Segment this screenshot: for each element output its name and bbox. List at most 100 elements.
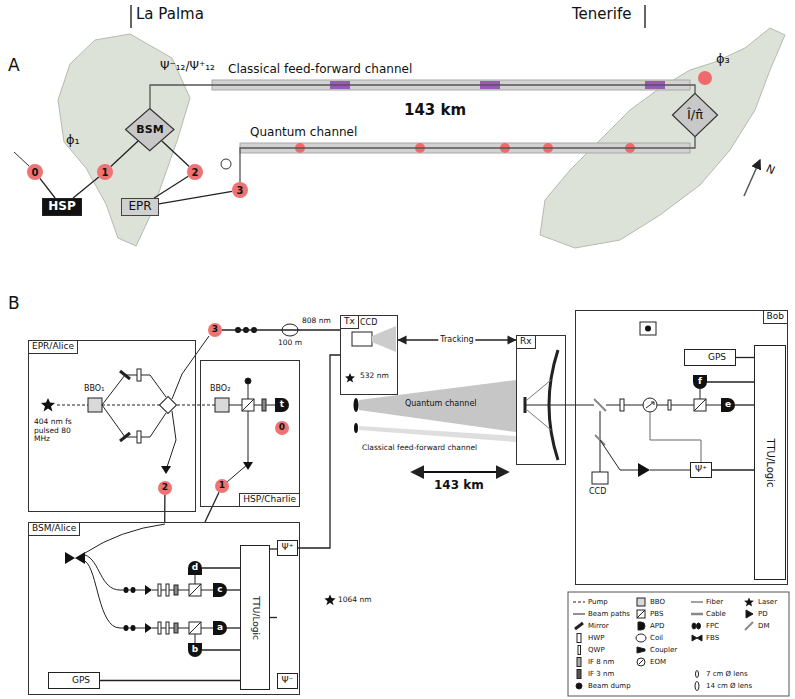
- connector: [735, 404, 754, 405]
- line-art: [14, 152, 29, 166]
- node-label: 2: [162, 483, 168, 493]
- text-label: CCD: [360, 318, 377, 327]
- line-art: [696, 671, 699, 678]
- text-label: CCD: [589, 487, 606, 496]
- connector-label: Classical feed-forward channel: [228, 63, 412, 77]
- line-art: [694, 399, 706, 411]
- line-art: [126, 109, 174, 151]
- legend-frame: [568, 592, 789, 696]
- node-label: EPR: [128, 200, 151, 213]
- island-map: [58, 28, 785, 248]
- detector: b: [188, 643, 202, 657]
- line-art: [636, 634, 646, 642]
- node-label: 2: [192, 167, 199, 178]
- line-art: [577, 634, 581, 643]
- line-art: [697, 623, 701, 629]
- callout-number: 1: [97, 164, 113, 180]
- line-art: [600, 440, 638, 470]
- node-label: EPR/Alice: [29, 341, 78, 354]
- line-art: [174, 623, 178, 633]
- line-art: [145, 623, 152, 633]
- line-art: [576, 683, 582, 689]
- measurement-diamond: BSM: [125, 108, 174, 151]
- line-art: [692, 635, 702, 641]
- line-art: [158, 622, 161, 634]
- node-label: a: [217, 623, 223, 633]
- source-box: EPR: [121, 198, 159, 216]
- legend-label: APD: [650, 621, 664, 631]
- line-art: [691, 613, 703, 616]
- detector: f: [693, 375, 707, 389]
- detector: d: [188, 561, 202, 575]
- legend-sample: [572, 681, 586, 691]
- node-label: Î/π̂: [687, 108, 703, 122]
- line-art: [372, 326, 396, 352]
- line-art: [639, 660, 643, 664]
- legend-sample: [690, 609, 704, 619]
- node-label: GPS: [72, 676, 90, 686]
- connector: [222, 329, 340, 330]
- line-art: [166, 584, 169, 596]
- node-label: 0: [32, 167, 39, 178]
- connector: [298, 355, 340, 548]
- line-art: [640, 322, 656, 335]
- line-art: [594, 399, 606, 411]
- line-art: [644, 5, 646, 28]
- line-art: [691, 602, 703, 603]
- line-art: [698, 71, 712, 85]
- line-art: [745, 622, 753, 630]
- text-label: 404 nm fs pulsed 80 MHz: [34, 418, 88, 444]
- line-art: [160, 397, 177, 414]
- node-label: HSP: [48, 200, 75, 213]
- text-label: 532 nm: [360, 372, 389, 381]
- node-label: 0: [279, 423, 285, 433]
- line-art: [124, 625, 129, 631]
- node-label: TTU/Logic: [765, 438, 776, 487]
- line-art: [124, 587, 129, 593]
- line-art: [262, 399, 266, 411]
- node-label: 1: [219, 481, 225, 491]
- node-label: HSP/Charlie: [239, 493, 299, 506]
- connector-label: Tracking: [438, 335, 475, 344]
- legend-sample: [634, 621, 648, 631]
- text-label: 1064 nm: [338, 596, 372, 605]
- legend-label: 7 cm Ø lens: [706, 669, 748, 679]
- node-label: 1: [102, 167, 109, 178]
- legend-sample: [690, 633, 704, 643]
- line-art: [189, 622, 201, 634]
- connector: [162, 141, 189, 166]
- legend-label: Cable: [706, 609, 726, 619]
- node-label: BSM: [136, 124, 163, 136]
- legend-sample: [742, 597, 756, 607]
- line-art: [324, 594, 335, 605]
- legend-label: Beam dump: [588, 681, 631, 691]
- line-art: [221, 159, 231, 169]
- line-art: [650, 412, 701, 462]
- gps-box: GPS: [48, 672, 100, 689]
- text-label: ϕ₁: [66, 133, 80, 148]
- line-art: [638, 463, 650, 477]
- line-art: [645, 326, 651, 332]
- region-marker: [131, 5, 645, 28]
- source-box: HSP: [42, 198, 82, 216]
- connector: [240, 137, 695, 182]
- legend-sample: [742, 609, 756, 619]
- line-art: [145, 585, 152, 595]
- line-art: [161, 466, 171, 474]
- legend-sample: [572, 609, 586, 619]
- connector: [73, 177, 99, 198]
- node-label: GPS: [708, 353, 726, 363]
- node-label: Ψ⁺: [695, 465, 707, 475]
- connector: [40, 178, 55, 198]
- gps-box: GPS: [684, 349, 736, 366]
- station-panel: BSM/AlicedcabTTU/LogicGPSΨ⁺Ψ⁻: [28, 522, 300, 695]
- connector: [159, 191, 232, 204]
- text-label: BBO₂: [210, 384, 230, 393]
- text-label: 143 km: [434, 479, 484, 493]
- line-art: [672, 93, 717, 136]
- distance-arrow: [412, 471, 508, 473]
- text-label: 808 nm: [302, 317, 331, 326]
- legend-label: Pump: [588, 597, 608, 607]
- line-art: [746, 610, 753, 618]
